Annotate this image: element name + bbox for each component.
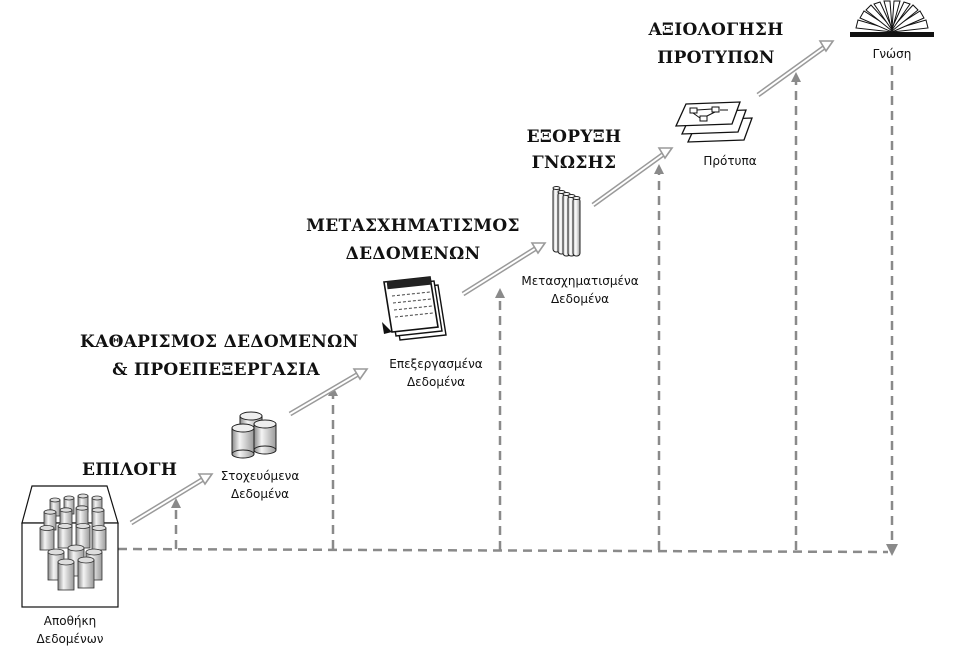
step-selection-line: ΕΠΙΛΟΓΗ xyxy=(82,460,178,480)
processed-data-caption: Επεξεργασμένα Δεδομένα xyxy=(366,355,506,391)
open-book-icon xyxy=(850,0,934,37)
transformed-data-caption: Μετασχηματισμένα Δεδομένα xyxy=(500,272,660,308)
processed-data-caption-line-1: Επεξεργασμένα xyxy=(389,357,483,371)
step-cleaning-line-2: & ΠΡΟΕΠΕΞΕΡΓΑΣΙΑ xyxy=(112,360,320,380)
step-cleaning-title: ΚΑΘΑΡΙΣΜΟΣ ΔΕΔΟΜΕΝΩΝ & ΠΡΟΕΠΕΞΕΡΓΑΣΙΑ xyxy=(80,331,359,381)
arrow-selection xyxy=(129,473,214,526)
warehouse-caption-line-1: Αποθήκη xyxy=(43,614,97,628)
process-arrows xyxy=(129,40,835,526)
knowledge-caption: Γνώση xyxy=(852,45,932,63)
patterns-caption-line: Πρότυπα xyxy=(703,154,757,168)
step-evaluation-line-2: ΠΡΟΤΥΠΩΝ xyxy=(657,48,775,68)
arrow-mining xyxy=(591,147,674,208)
warehouse-caption-line-2: Δεδομένων xyxy=(36,632,104,646)
cylinders-icon xyxy=(231,411,277,459)
arrow-cleaning xyxy=(288,368,369,417)
target-data-caption-line-2: Δεδομένα xyxy=(230,487,290,501)
step-mining-title: ΕΞΟΡΥΞΗ ΓΝΩΣΗΣ xyxy=(524,126,624,174)
step-selection-title: ΕΠΙΛΟΓΗ xyxy=(82,459,177,481)
arrow-evaluation xyxy=(756,40,835,98)
step-mining-line-2: ΓΝΩΣΗΣ xyxy=(531,153,617,173)
arrow-transformation xyxy=(461,242,547,297)
target-data-caption-line-1: Στοχευόμενα xyxy=(220,469,300,483)
transformed-data-caption-line-1: Μετασχηματισμένα xyxy=(521,274,639,288)
step-evaluation-line-1: ΑΞΙΟΛΟΓΗΣΗ xyxy=(648,20,784,40)
sheets-icon xyxy=(382,276,447,341)
patterns-caption: Πρότυπα xyxy=(680,152,780,170)
target-data-caption: Στοχευόμενα Δεδομένα xyxy=(200,467,320,503)
pattern-sheets-icon xyxy=(674,101,753,143)
transformed-data-caption-line-2: Δεδομένα xyxy=(550,292,610,306)
database-stack-icon xyxy=(21,485,119,608)
step-transformation-line-2: ΔΕΔΟΜΕΝΩΝ xyxy=(345,244,481,264)
knowledge-caption-line: Γνώση xyxy=(872,47,912,61)
step-transformation-title: ΜΕΤΑΣΧΗΜΑΤΙΣΜΟΣ ΔΕΔΟΜΕΝΩΝ xyxy=(305,215,521,265)
feedback-arrowheads xyxy=(171,72,898,556)
columns-icon xyxy=(552,186,581,257)
processed-data-caption-line-2: Δεδομένα xyxy=(406,375,466,389)
step-cleaning-line-1: ΚΑΘΑΡΙΣΜΟΣ ΔΕΔΟΜΕΝΩΝ xyxy=(80,332,359,352)
step-mining-line-1: ΕΞΟΡΥΞΗ xyxy=(526,127,622,147)
warehouse-caption: Αποθήκη Δεδομένων xyxy=(10,612,130,648)
step-transformation-line-1: ΜΕΤΑΣΧΗΜΑΤΙΣΜΟΣ xyxy=(306,216,520,236)
step-evaluation-title: ΑΞΙΟΛΟΓΗΣΗ ΠΡΟΤΥΠΩΝ xyxy=(644,19,788,69)
feedback-lines xyxy=(117,66,894,554)
